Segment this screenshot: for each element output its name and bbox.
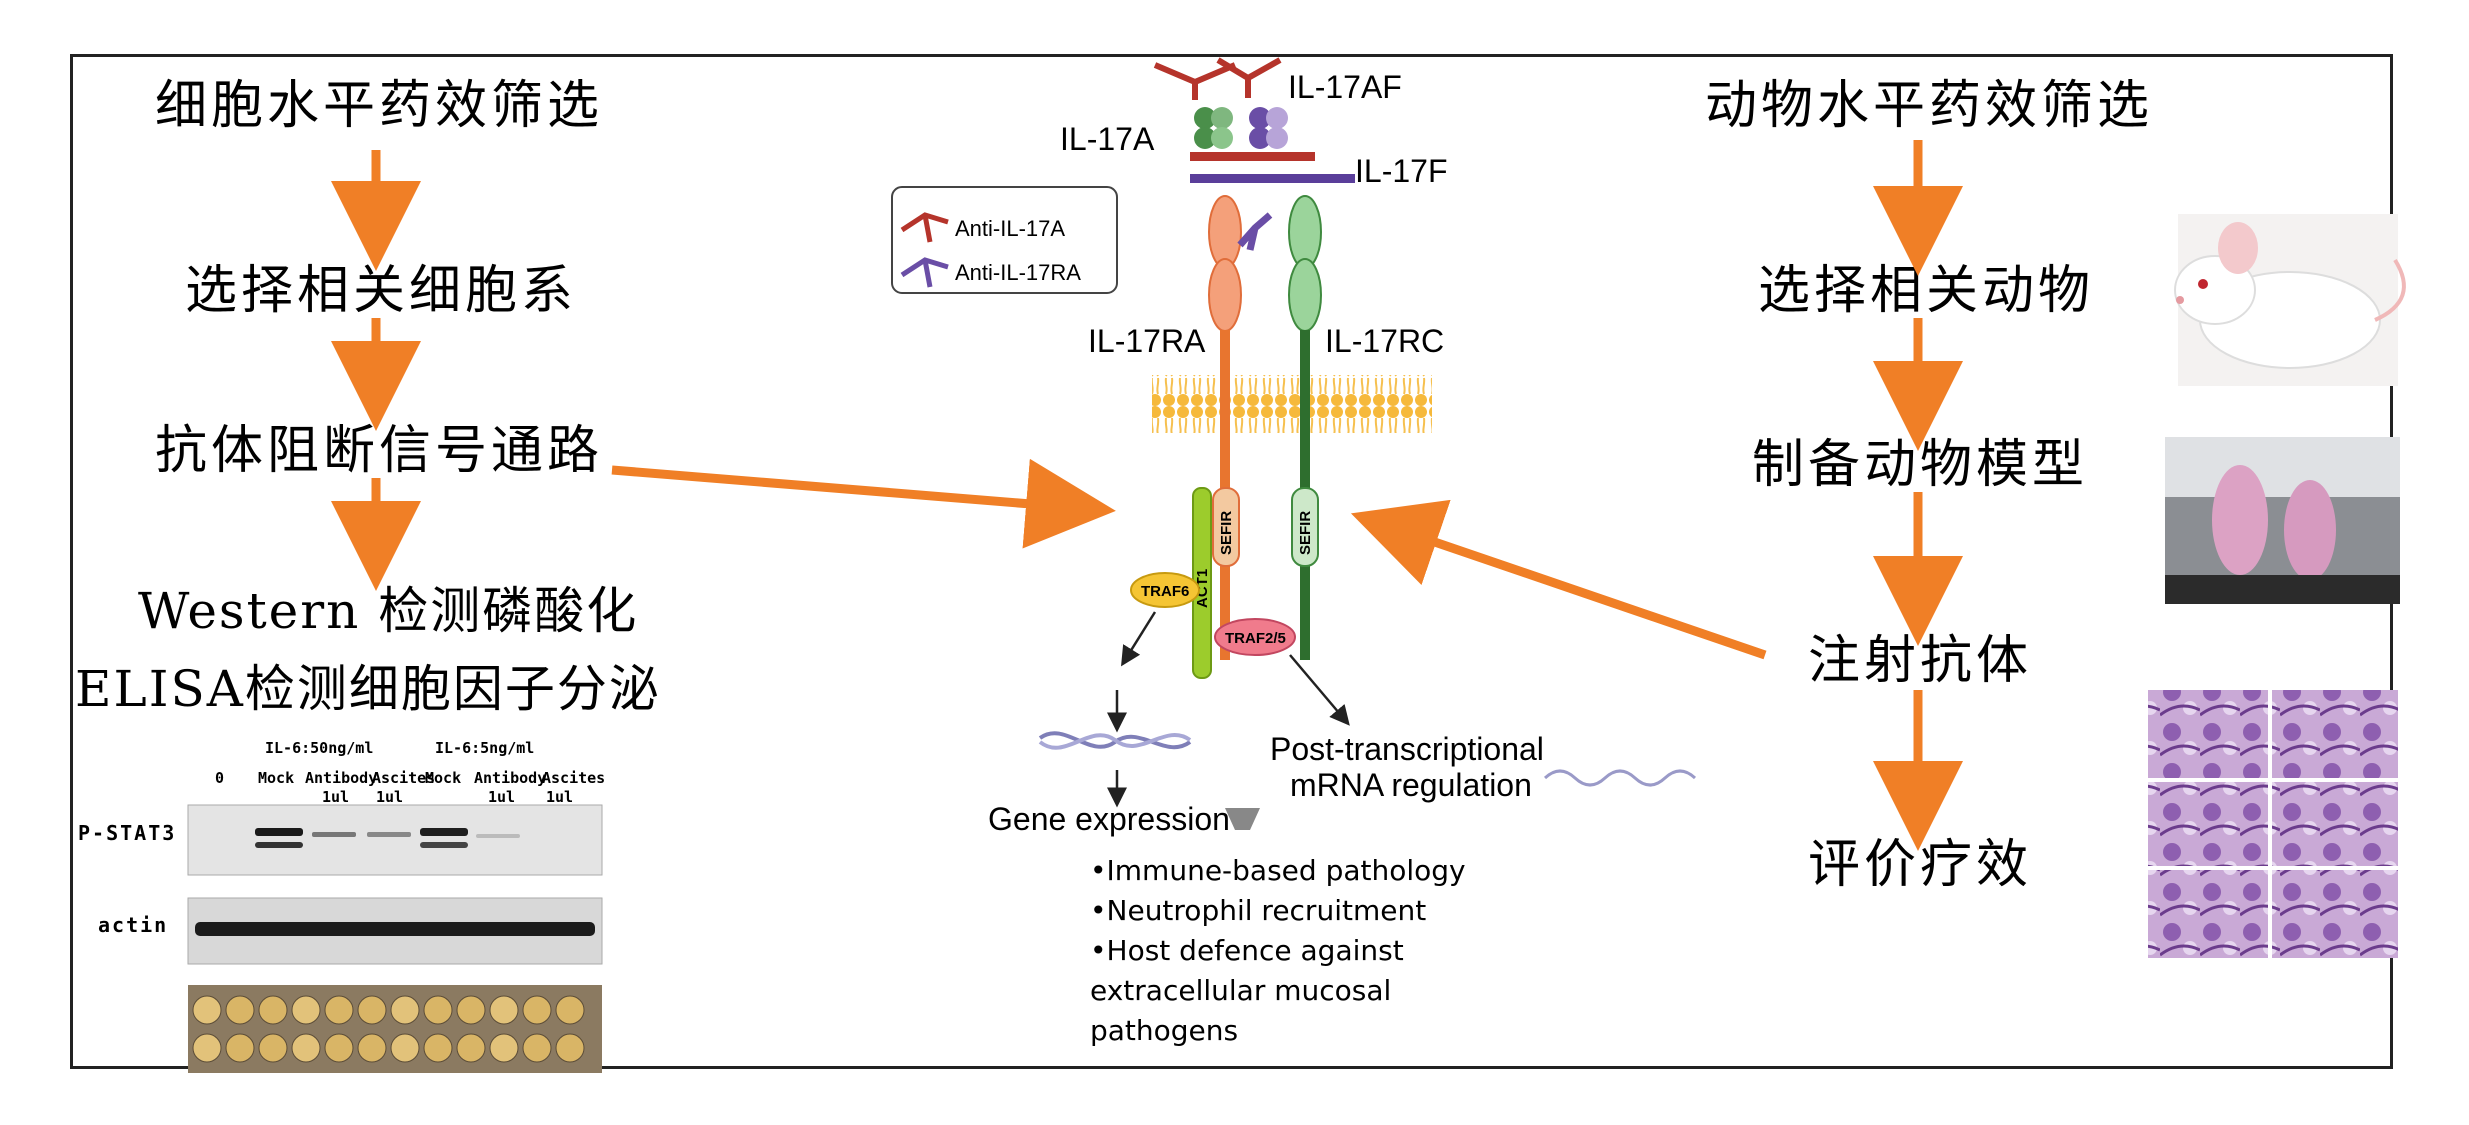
elisa-well — [489, 1033, 519, 1063]
anti-il17a-icon — [900, 212, 949, 243]
outcome-5: pathogens — [1090, 1014, 1238, 1047]
elisa-well — [456, 995, 486, 1025]
elisa-well — [192, 1033, 222, 1063]
sefir-rc — [1291, 487, 1319, 567]
mrna-wave-icon — [1543, 769, 1697, 787]
elisa-well — [555, 995, 585, 1025]
gene-expression-label: Gene expression — [988, 801, 1230, 837]
traf6-arrow — [1121, 611, 1157, 667]
blot-dose-2: 1ul — [376, 788, 403, 806]
right-step-5: 评价疗效 — [1808, 835, 2032, 895]
blot-dose-3: 1ul — [488, 788, 515, 806]
left-step-4: Western 检测磷酸化 — [138, 582, 638, 640]
right-step-1: 动物水平药效筛选 — [1705, 76, 2153, 136]
blot-lane-5: Antibody — [474, 769, 546, 787]
elisa-well — [522, 995, 552, 1025]
elisa-well — [489, 995, 519, 1025]
left-step-5: ELISA检测细胞因子分泌 — [75, 660, 661, 718]
histology-photo — [2148, 690, 2398, 958]
legend-anti-il17ra: Anti-IL-17RA — [955, 260, 1081, 285]
traf6-label: TRAF6 — [1141, 583, 1189, 600]
elisa-well — [258, 1033, 288, 1063]
elisa-well — [324, 1033, 354, 1063]
elisa-well — [423, 995, 453, 1025]
right-step-2: 选择相关动物 — [1758, 261, 2094, 321]
cell-membrane — [1152, 375, 1432, 433]
outcome-1: •Immune-based pathology — [1090, 854, 1466, 887]
il17f-bar — [1190, 174, 1355, 183]
elisa-well — [225, 1033, 255, 1063]
elisa-well — [522, 1033, 552, 1063]
antibody-legend: Anti-IL-17A Anti-IL-17RA — [891, 186, 1118, 294]
arrow-to-pathway-left — [611, 458, 1116, 549]
post-transcriptional-label-2: mRNA regulation — [1290, 767, 1532, 803]
il17f-label: IL-17F — [1355, 153, 1447, 189]
right-step-4: 注射抗体 — [1808, 631, 2032, 691]
blot-dose-1: 1ul — [322, 788, 349, 806]
pstat3-membrane — [187, 804, 603, 876]
blot-lane-4: Mock — [425, 769, 461, 787]
blot-group-1: IL-6:50ng/ml — [265, 739, 373, 757]
blot-group-2: IL-6:5ng/ml — [435, 739, 534, 757]
right-flow: 动物水平药效筛选 选择相关动物 制备动物模型 注射抗体 评价疗效 — [1350, 76, 2153, 895]
il17a-label: IL-17A — [1060, 121, 1155, 157]
elisa-well — [456, 1033, 486, 1063]
left-step-1: 细胞水平药效筛选 — [155, 76, 603, 136]
blot-dose-4: 1ul — [546, 788, 573, 806]
blot-lane-0: 0 — [215, 769, 224, 787]
legend-anti-il17a: Anti-IL-17A — [955, 216, 1065, 241]
arrow-to-pathway-right — [1350, 499, 1767, 660]
traf25-arrow — [1289, 654, 1350, 726]
il17rc-label: IL-17RC — [1325, 323, 1444, 359]
elisa-well — [423, 1033, 453, 1063]
elisa-well — [324, 995, 354, 1025]
dna-helix-icon — [1038, 731, 1192, 750]
elisa-well — [291, 995, 321, 1025]
anti-il17ra-bound-icon — [1237, 212, 1273, 251]
elisa-well — [192, 995, 222, 1025]
blot-lane-3: Ascites — [372, 769, 435, 787]
sefir-ra — [1212, 487, 1240, 567]
elisa-well — [225, 995, 255, 1025]
il17a-bar — [1190, 152, 1315, 161]
outcome-3: •Host defence against — [1090, 934, 1404, 967]
outcome-4: extracellular mucosal — [1090, 974, 1391, 1007]
blot-lane-2: Antibody — [305, 769, 377, 787]
sefir-rc-label: SEFIR — [1297, 511, 1314, 555]
mouse-photo — [2174, 214, 2406, 386]
blot-row-pstat3: P-STAT3 — [78, 821, 176, 845]
right-step-3: 制备动物模型 — [1752, 435, 2088, 495]
elisa-well — [390, 1033, 420, 1063]
left-flow: 细胞水平药效筛选 选择相关细胞系 抗体阻断信号通路 Western 检测磷酸化 … — [75, 76, 1116, 718]
il17af-label: IL-17AF — [1288, 69, 1402, 105]
left-step-3: 抗体阻断信号通路 — [155, 421, 603, 481]
traf25-label: TRAF2/5 — [1225, 630, 1286, 647]
anti-il17ra-icon — [900, 257, 949, 288]
post-transcriptional-label-1: Post-transcriptional — [1270, 731, 1544, 767]
elisa-well — [291, 1033, 321, 1063]
il17-pathway: IL-17AF IL-17A IL-17F Anti-IL-17A Anti-I… — [891, 57, 1697, 1047]
act1-label: ACT1 — [1194, 569, 1211, 608]
outcome-2: •Neutrophil recruitment — [1090, 894, 1426, 927]
elisa-plate — [188, 985, 602, 1073]
blot-row-actin: actin — [98, 913, 168, 937]
left-step-2: 选择相关细胞系 — [185, 261, 577, 321]
blot-lane-6: Ascites — [542, 769, 605, 787]
blot-lane-1: Mock — [258, 769, 294, 787]
sefir-ra-label: SEFIR — [1218, 511, 1235, 555]
il17af-ligand — [1153, 57, 1288, 149]
elisa-well — [390, 995, 420, 1025]
il17ra-label: IL-17RA — [1088, 323, 1206, 359]
traf25 — [1214, 618, 1296, 656]
western-blot-panel: IL-6:50ng/ml IL-6:5ng/ml 0 Mock Antibody… — [78, 739, 605, 1073]
elisa-well — [357, 1033, 387, 1063]
down-chevron-icon — [1225, 808, 1260, 830]
elisa-well — [258, 995, 288, 1025]
elisa-well — [555, 1033, 585, 1063]
elisa-well — [357, 995, 387, 1025]
paw-model-photo — [2165, 437, 2400, 604]
traf6 — [1130, 572, 1200, 608]
